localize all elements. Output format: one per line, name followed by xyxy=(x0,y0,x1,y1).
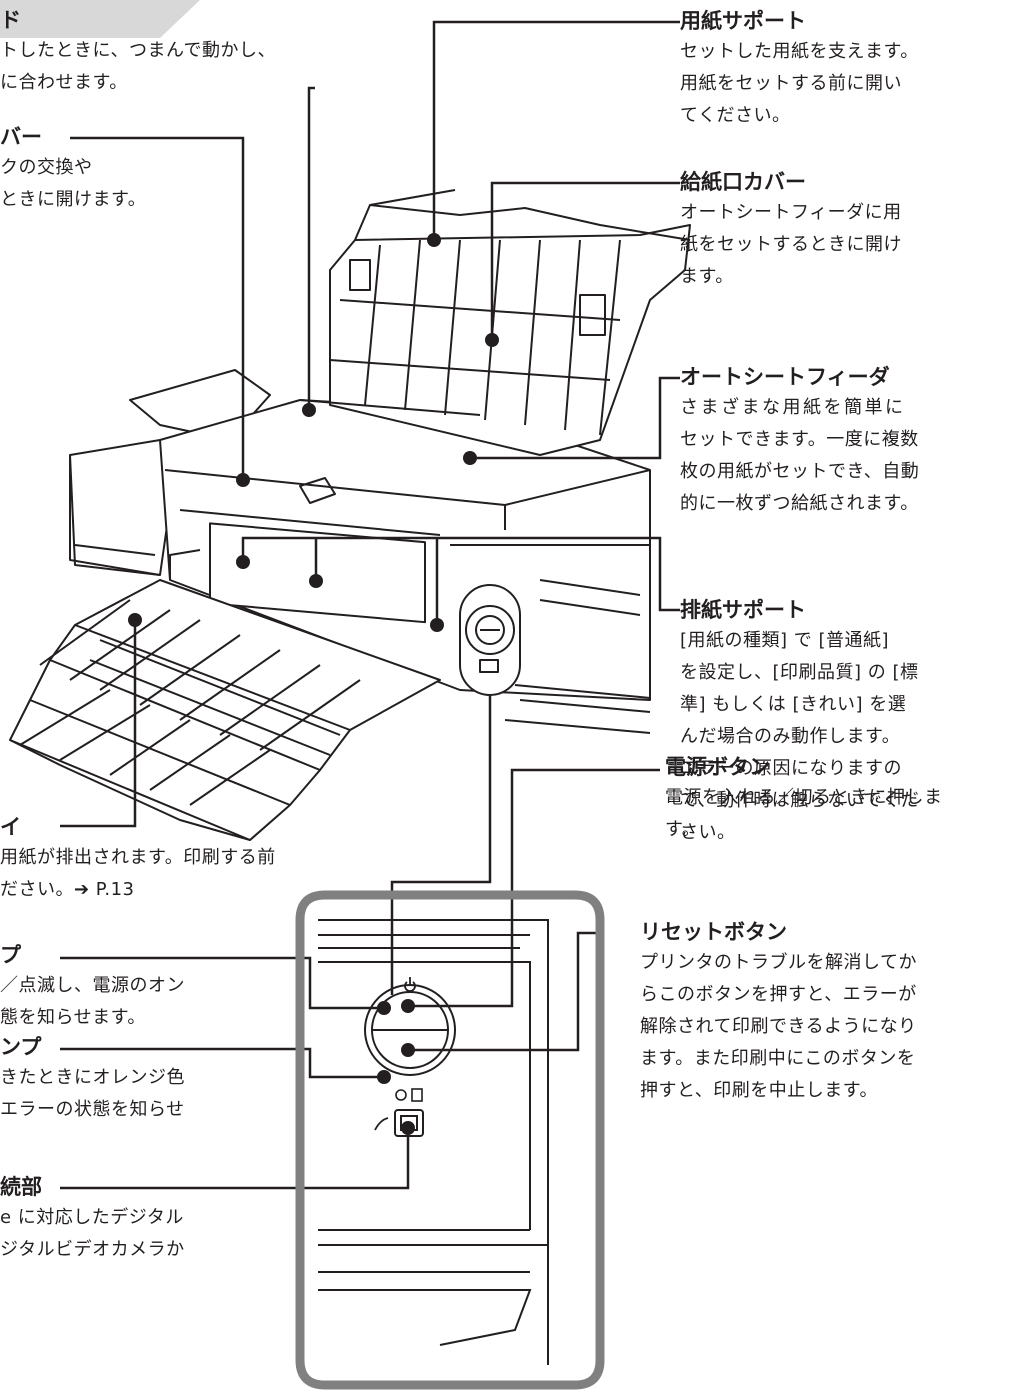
output-support-line: さい。 xyxy=(680,822,736,843)
power-button-annotation: 電源ボタン 電源を入れる／切るときに押しま す。 xyxy=(665,752,943,846)
reset-button-line: らこのボタンを押すと、エラーが xyxy=(640,984,917,1005)
feed-slot-cover-title: 給紙口カバー xyxy=(680,170,806,194)
output-support-annotation: 排紙サポート [用紙の種類] で [普通紙] を設定し、[印刷品質] の [標 … xyxy=(680,595,919,849)
output-tray-annotation: イ 用紙が排出されます。印刷する前 ださい。➔ P.13 xyxy=(0,812,276,906)
reset-button-line: 押すと、印刷を中止します。 xyxy=(640,1080,878,1101)
auto-sheet-feeder-annotation: オートシートフィーダ さまざまな用紙を簡単に セットできます。一度に複数 枚の用… xyxy=(680,362,919,520)
leader-lines xyxy=(60,20,680,1190)
panel-detail xyxy=(295,890,605,1390)
auto-sheet-feeder-line: さまざまな用紙を簡単に xyxy=(680,397,906,418)
output-support-line: 準] もしくは [きれい] を選 xyxy=(680,694,907,715)
corner-tab xyxy=(0,0,200,38)
output-support-line: で、動作時は触らないでくだ xyxy=(680,790,920,811)
reset-button-line: ます。また印刷中にこのボタンを xyxy=(640,1048,916,1069)
paper-support-title: 用紙サポート xyxy=(680,9,806,33)
paper-guide-line: に合わせます。 xyxy=(0,72,128,93)
output-tray-title: イ xyxy=(0,815,21,839)
power-button-line: 電源を入れる／切るときに押しま xyxy=(665,787,943,808)
printer-panel-oval xyxy=(459,584,521,696)
reset-button-line: プリンタのトラブルを解消してか xyxy=(640,952,917,973)
output-support-title: 排紙サポート xyxy=(680,598,806,622)
alarm-lamp-title: ンプ xyxy=(0,1035,42,1059)
paper-support-line: てください。 xyxy=(680,105,791,126)
output-support-line: エラーの原因になりますの xyxy=(680,758,902,779)
auto-sheet-feeder-line: セットできます。一度に複数 xyxy=(680,429,919,450)
top-cover-line: ときに開けます。 xyxy=(0,189,147,210)
power-lamp-line: ／点滅し、電源のオン xyxy=(0,975,185,996)
feed-slot-cover-line: 紙をセットするときに開け xyxy=(680,234,902,255)
feed-slot-cover-annotation: 給紙口カバー オートシートフィーダに用 紙をセットするときに開け ます。 xyxy=(680,167,902,293)
feed-slot-cover-line: ます。 xyxy=(680,266,734,287)
reset-button-annotation: リセットボタン プリンタのトラブルを解消してか らこのボタンを押すと、エラーが … xyxy=(640,917,917,1107)
alarm-lamp-line: エラーの状態を知らせ xyxy=(0,1099,185,1120)
power-button-title: 電源ボタン xyxy=(665,755,770,779)
alarm-lamp-annotation: ンプ きたときにオレンジ色 エラーの状態を知らせ xyxy=(0,1032,185,1126)
reset-button-line: 解除されて印刷できるようになり xyxy=(640,1016,917,1037)
direct-print-port-annotation: 続部 e に対応したデジタル ジタルビデオカメラか xyxy=(0,1172,185,1266)
paper-guide-line: トしたときに、つまんで動かし、 xyxy=(0,40,277,61)
paper-support-annotation: 用紙サポート セットした用紙を支えます。 用紙をセットする前に開い てください。 xyxy=(680,6,919,132)
output-tray-line: ださい。➔ P.13 xyxy=(0,879,135,900)
paper-support-line: 用紙をセットする前に開い xyxy=(680,73,902,94)
power-lamp-line: 態を知らせます。 xyxy=(0,1007,146,1028)
paper-support-line: セットした用紙を支えます。 xyxy=(680,41,919,62)
output-support-line: を設定し、[印刷品質] の [標 xyxy=(680,662,919,683)
printer-feeder xyxy=(299,189,691,456)
power-button-line: す。 xyxy=(665,819,701,840)
top-cover-line: クの交換や xyxy=(0,157,93,178)
alarm-lamp-line: きたときにオレンジ色 xyxy=(0,1067,185,1088)
auto-sheet-feeder-line: 的に一枚ずつ給紙されます。 xyxy=(680,493,919,514)
power-lamp-title: プ xyxy=(0,943,21,967)
output-tray-line: 用紙が排出されます。印刷する前 xyxy=(0,847,276,868)
direct-print-port-line: e に対応したデジタル xyxy=(0,1207,184,1228)
feed-slot-cover-line: オートシートフィーダに用 xyxy=(680,202,902,223)
auto-sheet-feeder-line: 枚の用紙がセットでき、自動 xyxy=(680,461,920,482)
printer-trays xyxy=(9,579,441,841)
paper-guide-annotation: ド トしたときに、つまんで動かし、 に合わせます。 xyxy=(0,5,276,99)
direct-print-port-title: 続部 xyxy=(0,1175,42,1199)
paper-guide-title: ド xyxy=(0,8,21,32)
direct-print-port-line: ジタルビデオカメラか xyxy=(0,1239,185,1260)
output-support-line: [用紙の種類] で [普通紙] xyxy=(680,630,890,651)
reset-button-title: リセットボタン xyxy=(640,920,787,944)
auto-sheet-feeder-title: オートシートフィーダ xyxy=(680,365,890,389)
power-lamp-annotation: プ ／点滅し、電源のオン 態を知らせます。 xyxy=(0,940,185,1034)
output-support-line: んだ場合のみ動作します。 xyxy=(680,726,901,747)
top-cover-title: バー xyxy=(0,125,42,149)
top-cover-annotation: バー クの交換や ときに開けます。 xyxy=(0,122,146,216)
